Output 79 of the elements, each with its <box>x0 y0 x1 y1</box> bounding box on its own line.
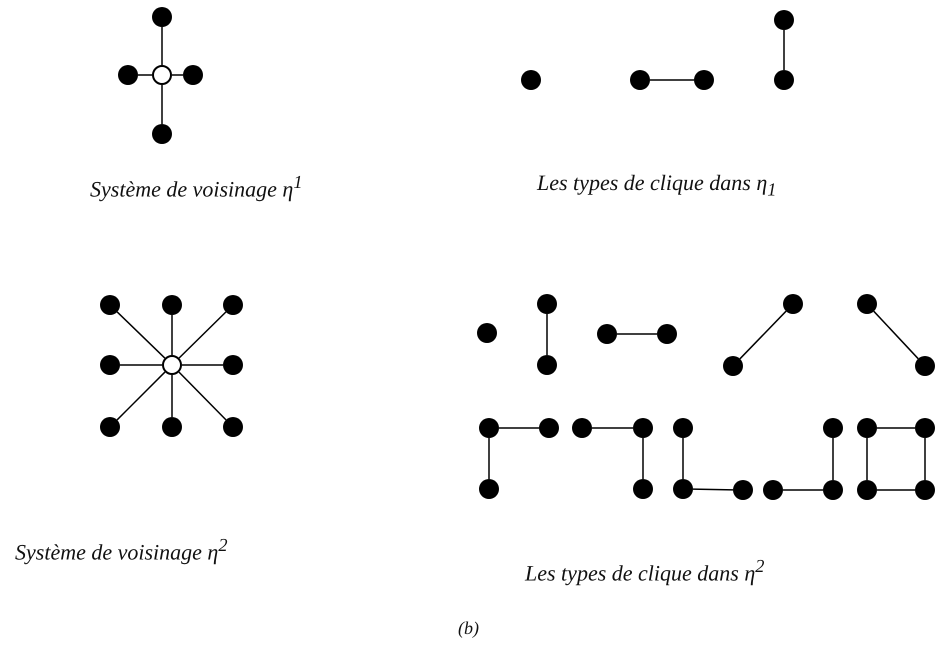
site-dot <box>477 323 497 343</box>
clique-link <box>138 74 152 76</box>
site-dot <box>673 479 693 499</box>
clique-link <box>832 438 834 480</box>
caption: Système de voisinage η$^{2}$ <box>15 535 228 566</box>
site-dot <box>479 418 499 438</box>
site-dot <box>857 294 877 314</box>
clique-link <box>642 438 644 479</box>
site-dot <box>479 479 499 499</box>
clique-link <box>924 438 926 480</box>
site-dot <box>100 417 120 437</box>
site-dot <box>723 356 743 376</box>
site-dot <box>657 324 677 344</box>
site-dot <box>223 355 243 375</box>
site-dot <box>537 355 557 375</box>
clique-link <box>161 27 163 65</box>
clique-link <box>592 427 633 429</box>
site-dot <box>915 418 935 438</box>
site-dot <box>633 418 653 438</box>
clique-link <box>116 372 166 420</box>
clique-link <box>172 74 183 76</box>
site-dot <box>223 417 243 437</box>
site-dot <box>774 10 794 30</box>
center-site-circle <box>162 355 182 375</box>
clique-link <box>692 488 734 491</box>
site-dot <box>152 124 172 144</box>
site-dot <box>223 295 243 315</box>
site-dot <box>774 70 794 90</box>
site-dot <box>162 417 182 437</box>
site-dot <box>521 70 541 90</box>
clique-link <box>178 311 226 359</box>
site-dot <box>915 356 935 376</box>
site-dot <box>537 294 557 314</box>
clique-link <box>866 438 868 480</box>
clique-link <box>873 310 919 360</box>
clique-link <box>178 372 227 420</box>
site-dot <box>673 418 693 438</box>
site-dot <box>100 355 120 375</box>
clique-link <box>783 30 785 70</box>
clique-link <box>783 489 823 491</box>
site-dot <box>823 418 843 438</box>
clique-link <box>546 314 548 355</box>
site-dot <box>162 295 182 315</box>
clique-link <box>877 489 915 491</box>
caption: Système de voisinage η$^{1}$ <box>90 172 303 202</box>
clique-link <box>161 85 163 124</box>
site-dot <box>733 480 753 500</box>
caption: Les types de clique dans η$^{2}$ <box>525 556 764 586</box>
site-dot <box>152 7 172 27</box>
site-dot <box>783 294 803 314</box>
clique-link <box>499 427 539 429</box>
center-site-circle <box>152 65 172 85</box>
site-dot <box>597 324 617 344</box>
site-dot <box>694 70 714 90</box>
clique-link <box>682 438 684 479</box>
panel-label: (b) <box>458 618 479 639</box>
site-dot <box>915 480 935 500</box>
site-dot <box>633 479 653 499</box>
caption: Les types de clique dans η$_{1}$ <box>537 170 776 200</box>
clique-link <box>877 427 915 429</box>
clique-link <box>116 311 166 359</box>
site-dot <box>539 418 559 438</box>
site-dot <box>183 65 203 85</box>
site-dot <box>823 480 843 500</box>
site-dot <box>100 295 120 315</box>
site-dot <box>857 418 877 438</box>
clique-link <box>488 438 490 479</box>
clique-link <box>171 375 173 417</box>
site-dot <box>118 65 138 85</box>
site-dot <box>857 480 877 500</box>
clique-link <box>182 364 223 366</box>
clique-link <box>650 79 694 81</box>
clique-link <box>617 333 657 335</box>
clique-link <box>739 310 787 360</box>
site-dot <box>572 418 592 438</box>
clique-link <box>171 315 173 355</box>
site-dot <box>763 480 783 500</box>
site-dot <box>630 70 650 90</box>
clique-link <box>120 364 162 366</box>
